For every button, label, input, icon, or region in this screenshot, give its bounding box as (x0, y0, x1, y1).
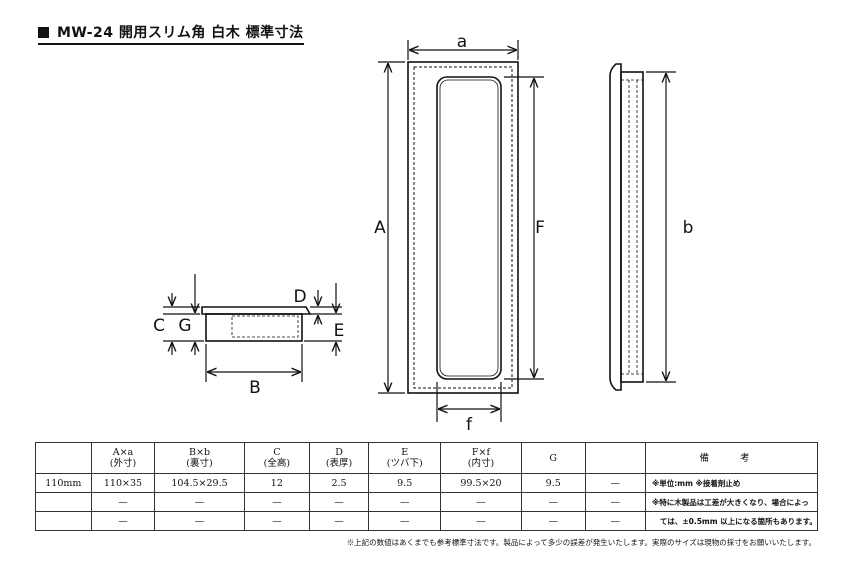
table-cell: — (90, 492, 156, 512)
label-D: D (293, 287, 306, 307)
front-dimensions (378, 40, 544, 422)
table-cell: — (368, 492, 442, 512)
title-text: MW-24 開用スリム角 白木 標準寸法 (57, 25, 304, 41)
table-cell: — (90, 511, 156, 531)
label-C: C (153, 316, 165, 336)
table-cell: — (368, 511, 442, 531)
table-cell: 2.5 (308, 473, 370, 493)
table-cell: 9.5 (520, 473, 586, 493)
table-cell: 110mm (35, 473, 92, 493)
table-cell: — (584, 492, 647, 512)
table-cell: — (584, 511, 647, 531)
label-G: G (178, 316, 191, 336)
header-cell (35, 442, 92, 474)
table-row: — — — — — — — — ては、±0.5mm 以上になる箇所もあります。 (35, 511, 818, 531)
table-cell: — (584, 473, 647, 493)
header-cell: F×f(内寸) (440, 442, 522, 474)
table-cell: — (154, 511, 245, 531)
table-cell: 9.5 (368, 473, 442, 493)
label-E: E (334, 321, 345, 341)
technical-drawing: a A F f b C (153, 32, 694, 435)
table-cell: — (440, 492, 522, 512)
page-title: MW-24 開用スリム角 白木 標準寸法 (38, 22, 304, 45)
left-dimensions (163, 274, 342, 382)
table-cell (35, 492, 92, 512)
table-cell (35, 511, 92, 531)
remarks-note: ては、±0.5mm 以上になる箇所もあります。 (645, 511, 818, 531)
footer-note: ※上記の数値はあくまでも参考標準寸法です。製品によって多少の誤差が発生いたします… (346, 538, 816, 547)
front-inner-recess-line (439, 79, 499, 377)
header-cell: D(表厚) (308, 442, 370, 474)
table-cell: — (520, 511, 586, 531)
label-A: A (374, 218, 386, 238)
header-cell: B×b(裏寸) (154, 442, 245, 474)
remarks-note: ※単位:mm ※接着剤止め (645, 473, 818, 493)
right-dimensions (646, 71, 676, 383)
front-outer-frame (407, 61, 519, 394)
label-a: a (457, 32, 467, 52)
table-row: — — — — — — — — ※特に木製品は工差が大きくなり、場合によっ (35, 492, 818, 512)
remarks-header: 備 考 (645, 442, 818, 474)
label-f: f (466, 415, 473, 435)
title-square-icon (38, 27, 49, 38)
spec-table: A×a(外寸) B×b(裏寸) C(全高) D(表厚) E(ツバ下) F×f(内… (35, 442, 818, 531)
table-cell: — (154, 492, 245, 512)
label-b: b (683, 218, 694, 238)
table-cell: 99.5×20 (440, 473, 522, 493)
table-cell: 104.5×29.5 (154, 473, 245, 493)
header-cell: G (520, 442, 586, 474)
table-cell: 12 (243, 473, 310, 493)
table-cell: — (308, 511, 370, 531)
table-cell: — (308, 492, 370, 512)
remarks-note: ※特に木製品は工差が大きくなり、場合によっ (645, 492, 818, 512)
header-cell: A×a(外寸) (90, 442, 156, 474)
table-cell: 110×35 (90, 473, 156, 493)
table-cell: — (520, 492, 586, 512)
front-view (407, 61, 519, 394)
table-cell: — (243, 511, 310, 531)
front-back-dashed (413, 66, 513, 389)
left-side-view (201, 306, 312, 342)
table-cell: — (440, 511, 522, 531)
front-inner-recess (436, 76, 502, 380)
label-F: F (535, 218, 545, 238)
table-header-row: A×a(外寸) B×b(裏寸) C(全高) D(表厚) E(ツバ下) F×f(内… (35, 442, 818, 474)
header-cell: C(全高) (243, 442, 310, 474)
header-cell: E(ツバ下) (368, 442, 442, 474)
table-row: 110mm 110×35 104.5×29.5 12 2.5 9.5 99.5×… (35, 473, 818, 493)
table-cell: — (243, 492, 310, 512)
label-B: B (249, 378, 261, 398)
right-side-view (609, 63, 644, 391)
header-cell (584, 442, 647, 474)
